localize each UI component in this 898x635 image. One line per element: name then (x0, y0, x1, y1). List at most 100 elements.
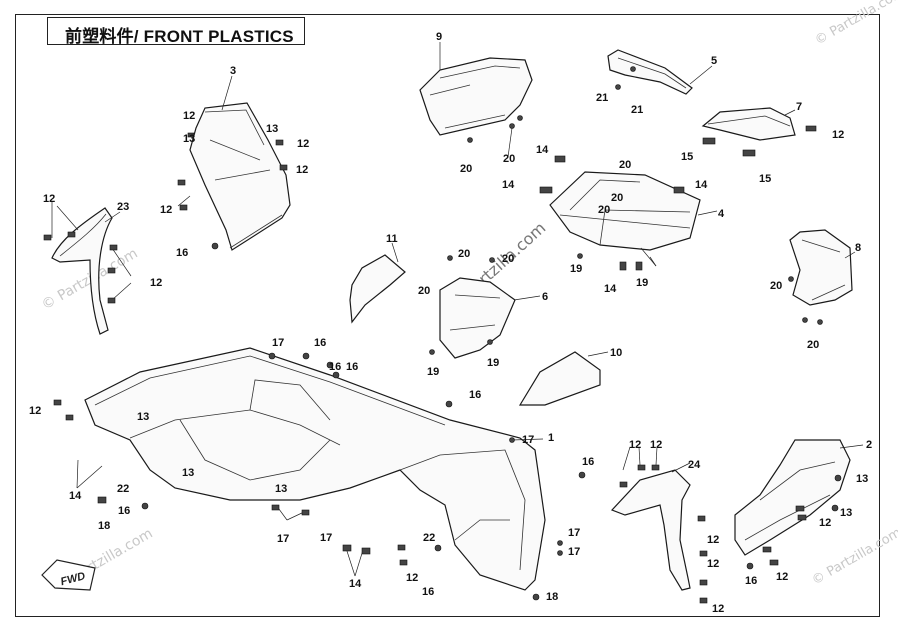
callout-22[interactable]: 22 (117, 483, 129, 495)
callout-1[interactable]: 1 (548, 432, 554, 444)
fwd-arrow: FWD (41, 559, 96, 591)
callout-17[interactable]: 17 (568, 546, 580, 558)
callout-17[interactable]: 17 (272, 337, 284, 349)
callout-17[interactable]: 17 (568, 527, 580, 539)
callout-13[interactable]: 13 (856, 473, 868, 485)
callout-16[interactable]: 16 (422, 586, 434, 598)
callout-16[interactable]: 16 (314, 337, 326, 349)
callout-20[interactable]: 20 (598, 204, 610, 216)
callout-12[interactable]: 12 (712, 603, 724, 615)
callout-9[interactable]: 9 (436, 31, 442, 43)
callouts: 1 2 3 4 5 6 7 8 9 10 11 23 24 12 13 13 1… (29, 31, 872, 615)
callout-18[interactable]: 18 (546, 591, 558, 603)
callout-23[interactable]: 23 (117, 201, 129, 213)
callout-11[interactable]: 11 (386, 233, 398, 245)
callout-16[interactable]: 16 (118, 505, 130, 517)
callout-8[interactable]: 8 (855, 242, 861, 254)
callout-13[interactable]: 13 (183, 133, 195, 145)
callout-17[interactable]: 17 (277, 533, 289, 545)
callout-12[interactable]: 12 (629, 439, 641, 451)
callout-16[interactable]: 16 (469, 389, 481, 401)
callout-13[interactable]: 13 (266, 123, 278, 135)
callout-16[interactable]: 16 (745, 575, 757, 587)
callout-20[interactable]: 20 (458, 248, 470, 260)
callout-12[interactable]: 12 (650, 439, 662, 451)
callout-15[interactable]: 15 (759, 173, 771, 185)
title-box: 前塑料件/ FRONT PLASTICS (47, 17, 305, 46)
diagram-title: 前塑料件/ FRONT PLASTICS (65, 27, 294, 46)
callout-17[interactable]: 17 (320, 532, 332, 544)
callout-19[interactable]: 19 (570, 263, 582, 275)
callout-12[interactable]: 12 (29, 405, 41, 417)
callout-19[interactable]: 19 (427, 366, 439, 378)
callout-14[interactable]: 14 (69, 490, 82, 502)
diagram-frame (15, 14, 880, 617)
callout-16[interactable]: 16 (346, 361, 358, 373)
part-9-headlight-cover[interactable] (419, 57, 533, 136)
callout-18[interactable]: 18 (98, 520, 110, 532)
part-5-bracket[interactable] (607, 49, 693, 95)
callout-20[interactable]: 20 (460, 163, 472, 175)
callout-3[interactable]: 3 (230, 65, 236, 77)
callout-2[interactable]: 2 (866, 439, 872, 451)
callout-24[interactable]: 24 (688, 459, 701, 471)
callout-13[interactable]: 13 (182, 467, 194, 479)
callout-12[interactable]: 12 (819, 517, 831, 529)
callout-21[interactable]: 21 (596, 92, 608, 104)
part-10-deflector[interactable] (518, 351, 601, 406)
callout-12[interactable]: 12 (150, 277, 162, 289)
callout-12[interactable]: 12 (707, 534, 719, 546)
callout-12[interactable]: 12 (183, 110, 195, 122)
callout-12[interactable]: 12 (160, 204, 172, 216)
part-11-small-cover[interactable] (349, 254, 406, 324)
callout-14[interactable]: 14 (695, 179, 708, 191)
part-6-center-panel[interactable] (439, 277, 516, 359)
callout-20[interactable]: 20 (807, 339, 819, 351)
callout-14[interactable]: 14 (604, 283, 617, 295)
callout-5[interactable]: 5 (711, 55, 717, 67)
part-8-right-side-cover[interactable] (789, 229, 853, 306)
callout-10[interactable]: 10 (610, 347, 622, 359)
callout-12[interactable]: 12 (776, 571, 788, 583)
callout-19[interactable]: 19 (636, 277, 648, 289)
callout-16[interactable]: 16 (582, 456, 594, 468)
callout-12[interactable]: 12 (406, 572, 418, 584)
callout-7[interactable]: 7 (796, 101, 802, 113)
callout-14[interactable]: 14 (349, 578, 362, 590)
callout-6[interactable]: 6 (542, 291, 548, 303)
callout-12[interactable]: 12 (707, 558, 719, 570)
callout-13[interactable]: 13 (275, 483, 287, 495)
part-23-left-fender-flare[interactable] (51, 207, 113, 335)
callout-16[interactable]: 16 (176, 247, 188, 259)
callout-12[interactable]: 12 (296, 164, 308, 176)
callout-13[interactable]: 13 (840, 507, 852, 519)
part-7-cover[interactable] (701, 107, 796, 141)
callout-12[interactable]: 12 (43, 193, 55, 205)
callout-17[interactable]: 17 (522, 434, 534, 446)
callout-14[interactable]: 14 (536, 144, 549, 156)
callout-12[interactable]: 12 (832, 129, 844, 141)
callout-14[interactable]: 14 (502, 179, 515, 191)
callout-22[interactable]: 22 (423, 532, 435, 544)
part-3-left-inner-panel[interactable] (189, 102, 291, 251)
part-4-dash-body[interactable] (549, 171, 701, 251)
leader-lines (51, 42, 864, 577)
callout-20[interactable]: 20 (503, 153, 515, 165)
part-1-front-fender[interactable] (84, 347, 546, 591)
callout-20[interactable]: 20 (770, 280, 782, 292)
callout-20[interactable]: 20 (611, 192, 623, 204)
callout-20[interactable]: 20 (502, 253, 514, 265)
callout-20[interactable]: 20 (418, 285, 430, 297)
callout-20[interactable]: 20 (619, 159, 631, 171)
callout-15[interactable]: 15 (681, 151, 693, 163)
part-2-right-inner-panel[interactable] (734, 439, 851, 556)
part-24-right-fender-flare[interactable] (610, 469, 691, 591)
watermark: © Partzilla.com (810, 525, 898, 588)
callout-19[interactable]: 19 (487, 357, 499, 369)
callout-16[interactable]: 16 (329, 361, 341, 373)
callout-12[interactable]: 12 (297, 138, 309, 150)
callout-13[interactable]: 13 (137, 411, 149, 423)
callout-4[interactable]: 4 (718, 208, 725, 220)
callout-21[interactable]: 21 (631, 104, 643, 116)
